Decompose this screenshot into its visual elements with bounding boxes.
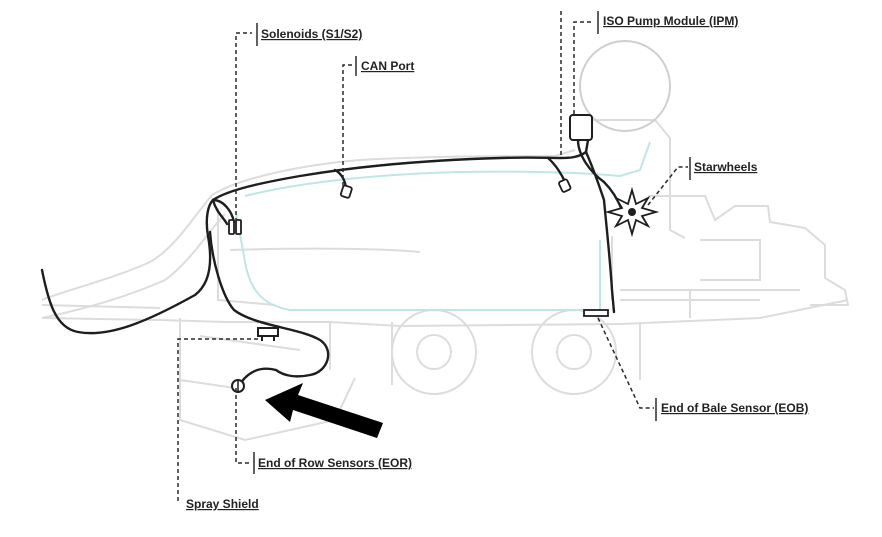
wire-harness bbox=[40, 138, 624, 386]
label-can-port: CAN Port bbox=[361, 59, 414, 73]
label-ipm: ISO Pump Module (IPM) bbox=[603, 14, 738, 28]
spray-shield-bracket bbox=[257, 327, 279, 341]
eor-sensor bbox=[231, 379, 245, 393]
starwheel-icon bbox=[604, 186, 660, 238]
can-port-connector bbox=[339, 184, 353, 199]
label-eor: End of Row Sensors (EOR) bbox=[258, 456, 412, 470]
eob-sensor bbox=[583, 309, 609, 317]
tank-outline bbox=[579, 40, 671, 132]
baler-outline bbox=[41, 119, 850, 442]
label-solenoids: Solenoids (S1/S2) bbox=[261, 27, 362, 41]
solenoid-s2-connector bbox=[235, 219, 242, 235]
label-ticks bbox=[253, 11, 691, 474]
label-starwheels: Starwheels bbox=[694, 160, 758, 174]
label-eob: End of Bale Sensor (EOB) bbox=[661, 401, 808, 415]
solenoid-connectors bbox=[228, 219, 242, 235]
ipm-module bbox=[569, 114, 593, 141]
ipm-harness-connector bbox=[558, 178, 572, 193]
bale-chamber-outline bbox=[235, 141, 651, 311]
solenoid-s1-connector bbox=[228, 219, 235, 235]
label-spray-shield: Spray Shield bbox=[186, 497, 259, 511]
pointer-arrow-icon bbox=[265, 383, 383, 438]
leader-lines bbox=[177, 10, 688, 503]
